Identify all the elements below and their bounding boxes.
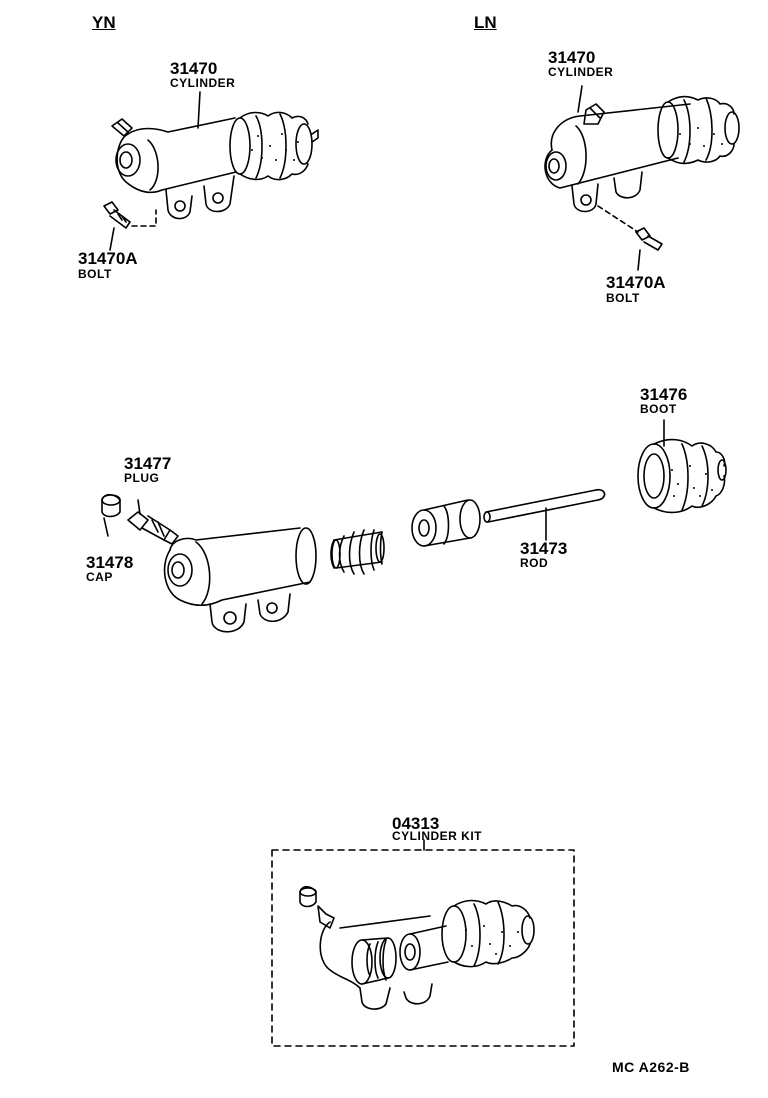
kit-part-number: 04313 (392, 814, 440, 833)
ln-cylinder-drawing (545, 86, 739, 270)
rod-part-name: ROD (520, 556, 549, 570)
variant-ln-header: LN (474, 13, 497, 32)
yn-bolt-part-name: BOLT (78, 267, 112, 281)
exploded-view-drawing (102, 420, 726, 632)
cap-part-name: CAP (86, 570, 113, 584)
variant-yn-header: YN (92, 13, 116, 32)
drawing-code: MC A262-B (612, 1059, 690, 1075)
plug-part-number: 31477 (124, 454, 172, 473)
kit-part-name: CYLINDER KIT (392, 829, 482, 843)
yn-cylinder-part-name: CYLINDER (170, 76, 236, 90)
cylinder-kit-drawing (272, 840, 574, 1046)
ln-cylinder-part-number: 31470 (548, 48, 596, 67)
yn-cylinder-part-number: 31470 (170, 59, 218, 78)
boot-part-number: 31476 (640, 385, 688, 404)
cap-part-number: 31478 (86, 553, 134, 572)
yn-bolt-part-number: 31470A (78, 249, 138, 268)
ln-cylinder-part-name: CYLINDER (548, 65, 614, 79)
rod-part-number: 31473 (520, 539, 568, 558)
boot-part-name: BOOT (640, 402, 677, 416)
plug-part-name: PLUG (124, 471, 160, 485)
ln-bolt-part-name: BOLT (606, 291, 640, 305)
ln-bolt-part-number: 31470A (606, 273, 666, 292)
yn-cylinder-drawing (104, 92, 318, 250)
